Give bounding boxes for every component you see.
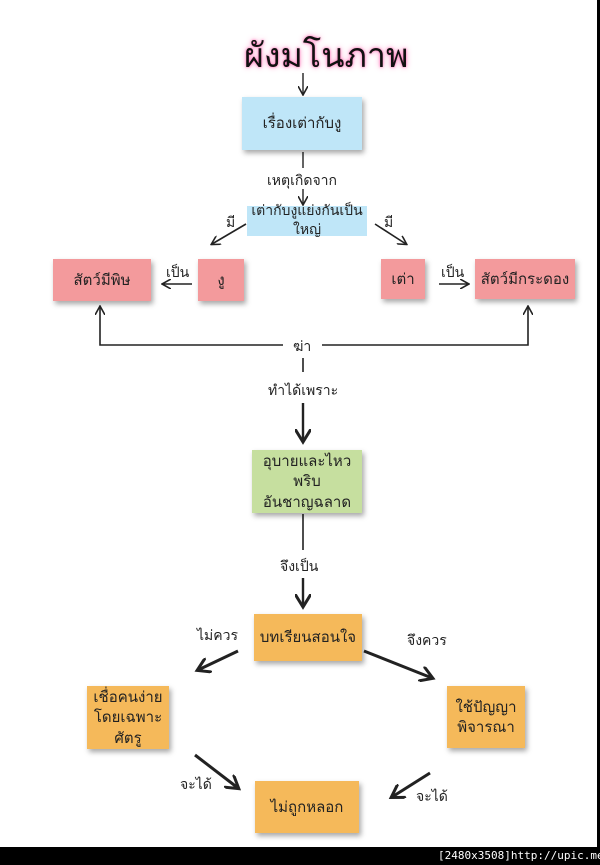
label-is-right: เป็น (441, 265, 465, 281)
footer-watermark: [2480x3508]http://upic.me/ (438, 849, 600, 862)
label-should-not: ไม่ควร (197, 628, 239, 644)
label-will-get-left: จะได้ (180, 777, 212, 793)
node-lesson: บทเรียนสอนใจ (254, 614, 362, 661)
node-trick: อุบายและไหวพริบ อันชาญฉลาด (252, 450, 362, 513)
node-story: เรื่องเต่ากับงู (242, 97, 362, 150)
node-turtle: เต่า (381, 259, 425, 299)
label-should: จึงควร (407, 633, 447, 649)
node-cause: เต่ากับงูแย่งกันเป็นใหญ่ (247, 203, 367, 238)
arrow-trust-to-result (194, 753, 238, 788)
page-title: ผังมโนภาพ (244, 36, 409, 76)
node-trick-line2: อันชาญฉลาด (262, 492, 352, 511)
label-has-right: มี (384, 215, 394, 231)
connector-lines (0, 73, 597, 847)
node-wisdom: ใช้ปัญญา พิจารณา (447, 686, 525, 748)
label-thus-is: จึงเป็น (280, 559, 319, 575)
arrow-lesson-to-trust (198, 649, 239, 670)
node-trust-line2: โดยเฉพาะศัตรู (93, 708, 163, 747)
arrow-lesson-to-wisdom (363, 649, 432, 678)
diagram-canvas: ผังมโนภาพ เรื่องเต่ากับงู เหตุเกิดจาก เต… (0, 0, 597, 847)
arrow-cause-to-snake (212, 223, 247, 244)
node-snake: งู (198, 259, 244, 301)
node-trick-line1: อุบายและไหวพริบ (262, 452, 352, 491)
arrow-wisdom-to-result (392, 771, 431, 797)
node-trust-line1: เชื่อคนง่าย (93, 688, 163, 707)
node-trust: เชื่อคนง่าย โดยเฉพาะศัตรู (87, 686, 169, 749)
label-kill: ฆ่า (293, 339, 312, 355)
label-has-left: มี (226, 215, 236, 231)
label-because-of: เหตุเกิดจาก (267, 173, 337, 189)
arrow-kill-to-venomous (100, 307, 283, 346)
label-done-because: ทำได้เพราะ (268, 383, 339, 399)
node-result: ไม่ถูกหลอก (255, 781, 359, 833)
node-venomous: สัตว์มีพิษ (53, 259, 151, 301)
node-shelled: สัตว์มีกระดอง (475, 259, 575, 299)
node-wisdom-line2: พิจารณา (457, 718, 515, 736)
label-will-get-right: จะได้ (416, 789, 448, 805)
arrow-cause-to-turtle (374, 223, 406, 244)
label-is-left: เป็น (166, 265, 190, 281)
arrow-kill-to-shelled (322, 307, 528, 346)
node-wisdom-line1: ใช้ปัญญา (455, 697, 517, 716)
